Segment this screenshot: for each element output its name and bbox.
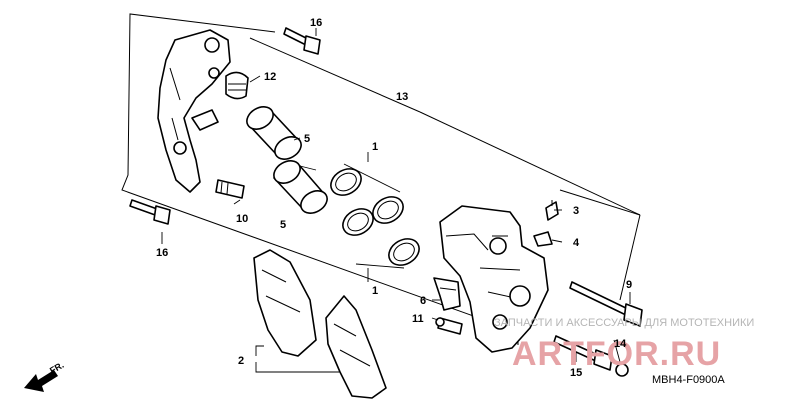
callout-1-lower: 1 — [372, 285, 378, 297]
leader-lines — [161, 28, 631, 373]
brake-pads-part-2 — [253, 249, 387, 399]
callout-3: 3 — [573, 205, 579, 217]
callout-16-left: 16 — [156, 247, 168, 259]
callout-13: 13 — [396, 91, 408, 103]
callout-5-upper: 5 — [304, 133, 310, 145]
bolt-part-16-top — [283, 27, 321, 55]
bolt-part-16-left — [129, 199, 171, 225]
callout-15: 15 — [570, 367, 582, 379]
plug-part-14 — [615, 363, 629, 377]
callout-16-top: 16 — [310, 17, 322, 29]
watermark-caption: ЗАПЧАСТИ И АКСЕССУАРЫ ДЛЯ МОТОТЕХНИКИ — [494, 317, 754, 329]
callout-14: 14 — [614, 338, 627, 350]
callout-11: 11 — [412, 313, 424, 325]
callout-12: 12 — [264, 71, 276, 83]
callout-10: 10 — [236, 213, 248, 225]
pin-part-11 — [435, 317, 463, 335]
front-direction-label: FR. — [48, 360, 66, 376]
caliper-bracket — [157, 29, 231, 193]
pin-part-10 — [215, 179, 245, 199]
watermark-brand: ARTFOR.RU — [512, 335, 721, 373]
diagram-code: MBH4-F0900A — [652, 374, 725, 386]
callout-4: 4 — [573, 237, 580, 249]
caliper-body — [439, 205, 549, 353]
cap-part-4 — [533, 231, 553, 247]
callout-1-upper: 1 — [372, 141, 378, 153]
callout-9: 9 — [626, 279, 632, 291]
pin-part-9 — [569, 281, 643, 327]
boot-part-12 — [225, 71, 249, 100]
callout-6: 6 — [420, 295, 426, 307]
piston-part-5-upper — [246, 106, 302, 160]
pad-spring-part-6 — [433, 277, 461, 311]
piston-part-5-lower — [273, 160, 328, 214]
callout-2: 2 — [238, 355, 244, 367]
front-direction-arrow-icon — [24, 370, 58, 392]
pin-part-15 — [553, 335, 613, 371]
seal-rings-part-1 — [330, 168, 420, 266]
callout-5-lower: 5 — [280, 219, 286, 231]
bleeder-part-3 — [545, 200, 559, 221]
